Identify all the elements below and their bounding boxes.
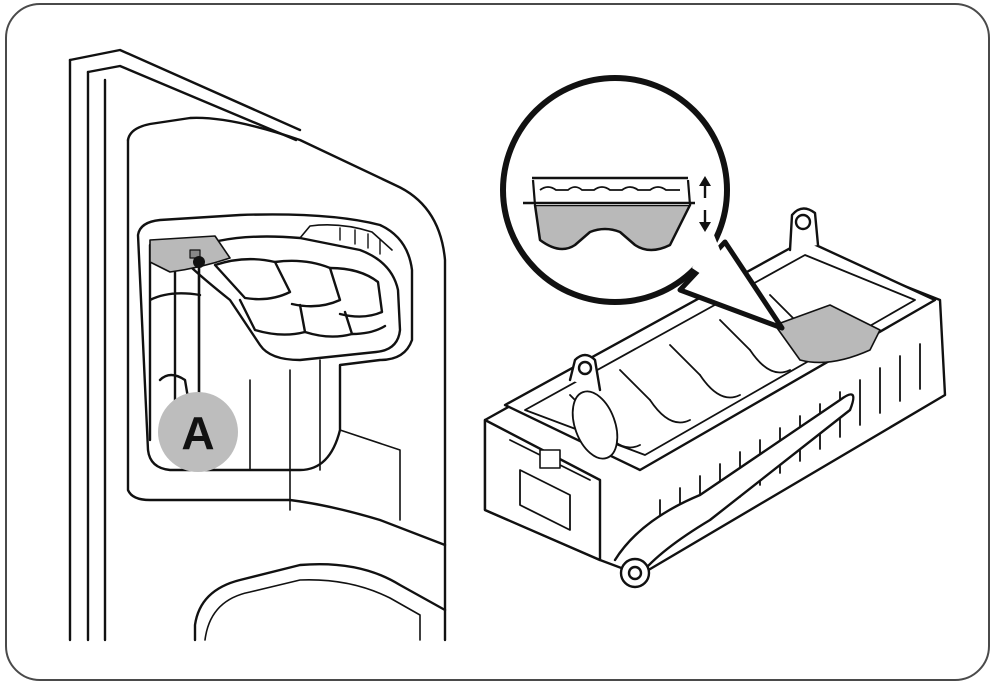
callout-pointer-dot <box>193 256 205 268</box>
connector <box>540 450 560 468</box>
shaft-center <box>629 567 641 579</box>
callout-label: A <box>181 407 214 459</box>
mounting-hole-right <box>796 215 810 229</box>
mounting-hole-left <box>579 362 591 374</box>
